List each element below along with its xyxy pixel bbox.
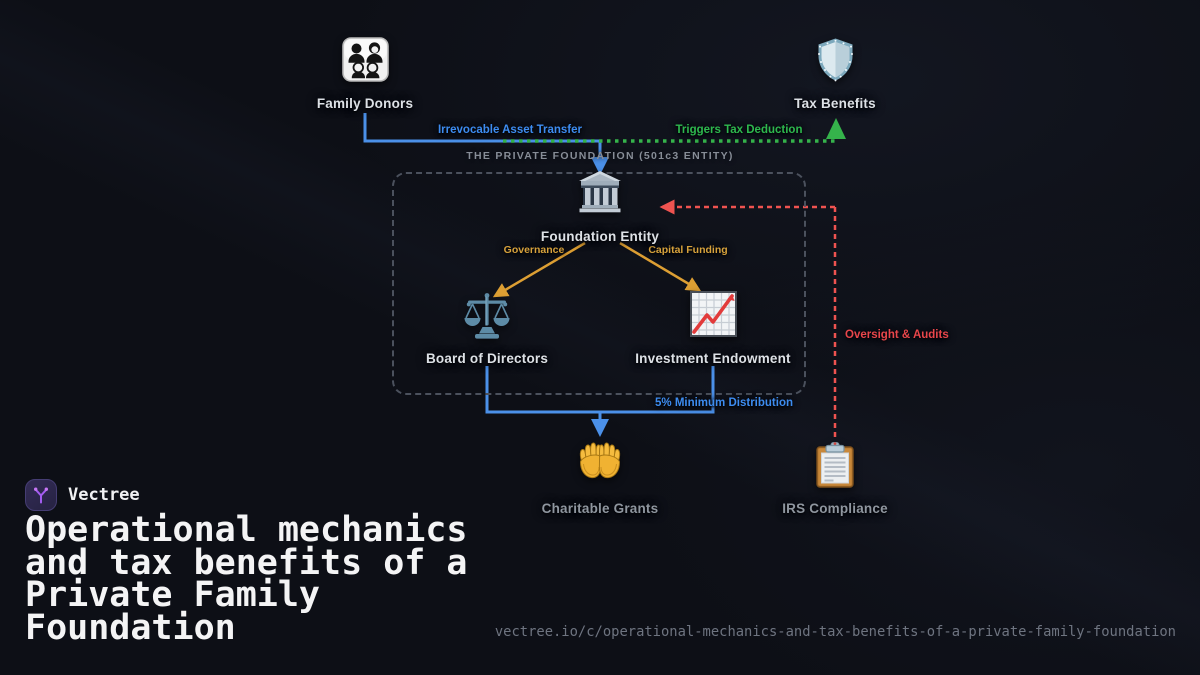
clipboard-icon [813,441,857,489]
edge-triggers-tax-deduction-arrowhead [826,118,846,139]
edge-label-irrevocable-asset-transfer: Irrevocable Asset Transfer [437,124,583,136]
node-tax-benefits: Tax Benefits [725,37,945,111]
brand-name: Vectree [68,485,140,505]
vectree-logo [25,479,57,511]
brand-row: Vectree [25,479,140,511]
node-family-donors: Family Donors [255,37,475,111]
private-foundation-container-label: THE PRIVATE FOUNDATION (501c3 ENTITY) [466,150,734,162]
edge-label-minimum-distribution: 5% Minimum Distribution [655,397,793,409]
node-label-irs-compliance: IRS Compliance [782,501,888,516]
private-foundation-container [392,172,806,395]
vectree-branch-icon [34,487,48,504]
node-label-tax-benefits: Tax Benefits [794,96,876,111]
node-label-charitable-grants: Charitable Grants [541,501,659,516]
edge-irrevocable-asset-transfer [363,113,609,175]
edge-label-oversight-audits: Oversight & Audits [845,329,949,341]
edge-label-capital-funding: Capital Funding [648,244,728,256]
node-charitable-grants: Charitable Grants [490,441,710,516]
family-icon [341,37,389,82]
edge-label-triggers-tax-deduction: Triggers Tax Deduction [675,124,803,136]
open-hands-icon [575,441,625,483]
node-label-family-donors: Family Donors [316,96,414,111]
page-title: Operational mechanics and tax benefits o… [25,510,468,648]
node-irs-compliance: IRS Compliance [725,441,945,516]
edge-label-governance: Governance [503,244,565,256]
page-url: vectree.io/c/operational-mechanics-and-t… [494,624,1176,640]
shield-icon [815,37,856,83]
